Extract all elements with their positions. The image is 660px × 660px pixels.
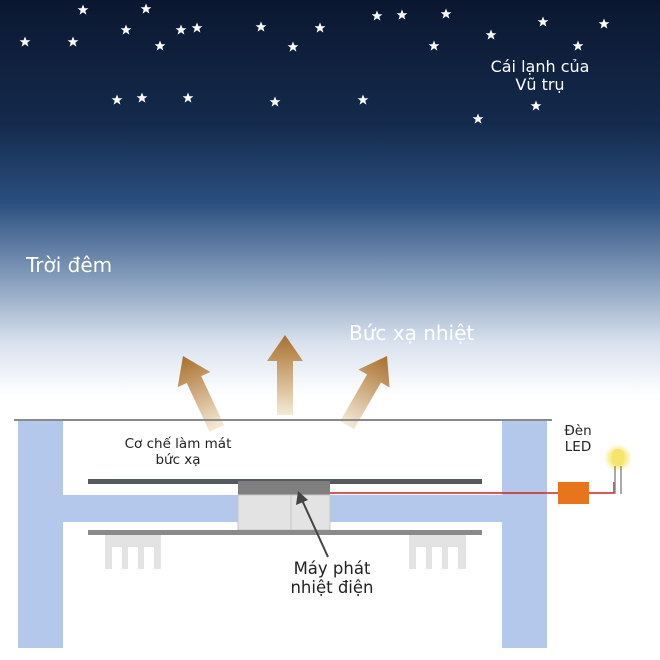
radiative-cooling-line1: Cơ chế làm mát <box>124 436 232 452</box>
generator-body <box>237 494 331 531</box>
night-sky-background <box>0 0 660 440</box>
heat-sink-fins-right <box>409 535 466 569</box>
ground-background <box>0 440 660 660</box>
radiative-cooling-label: Cơ chế làm mát bức xạ <box>108 436 248 468</box>
led-line1: Đèn <box>564 423 592 439</box>
device-frame <box>18 420 547 648</box>
thermal-radiation-label: Bức xạ nhiệt <box>349 321 475 345</box>
generator-label: Máy phát nhiệt điện <box>262 559 402 598</box>
generator-pointer-line <box>301 499 329 558</box>
led-bulb-icon <box>604 444 632 494</box>
cosmic-cold-line1: Cái lạnh của <box>490 57 590 76</box>
generator-line2: nhiệt điện <box>290 577 374 597</box>
led-wire-to-bulb <box>589 482 615 494</box>
generator-line1: Máy phát <box>293 559 371 578</box>
radiative-cooling-line2: bức xạ <box>155 451 201 468</box>
heat-sink-fins-left <box>105 535 161 569</box>
led-driver-box <box>558 482 589 504</box>
generator-pointer-head <box>296 491 308 505</box>
generator-top-block <box>238 481 330 495</box>
heat-sink-plate <box>88 530 482 535</box>
cosmic-cold-label: Cái lạnh của Vũ trụ <box>490 57 590 95</box>
led-label: Đèn LED <box>556 423 600 455</box>
night-sky-label: Trời đêm <box>26 253 113 277</box>
cosmic-cold-line2: Vũ trụ <box>515 75 565 95</box>
led-line2: LED <box>564 438 592 455</box>
